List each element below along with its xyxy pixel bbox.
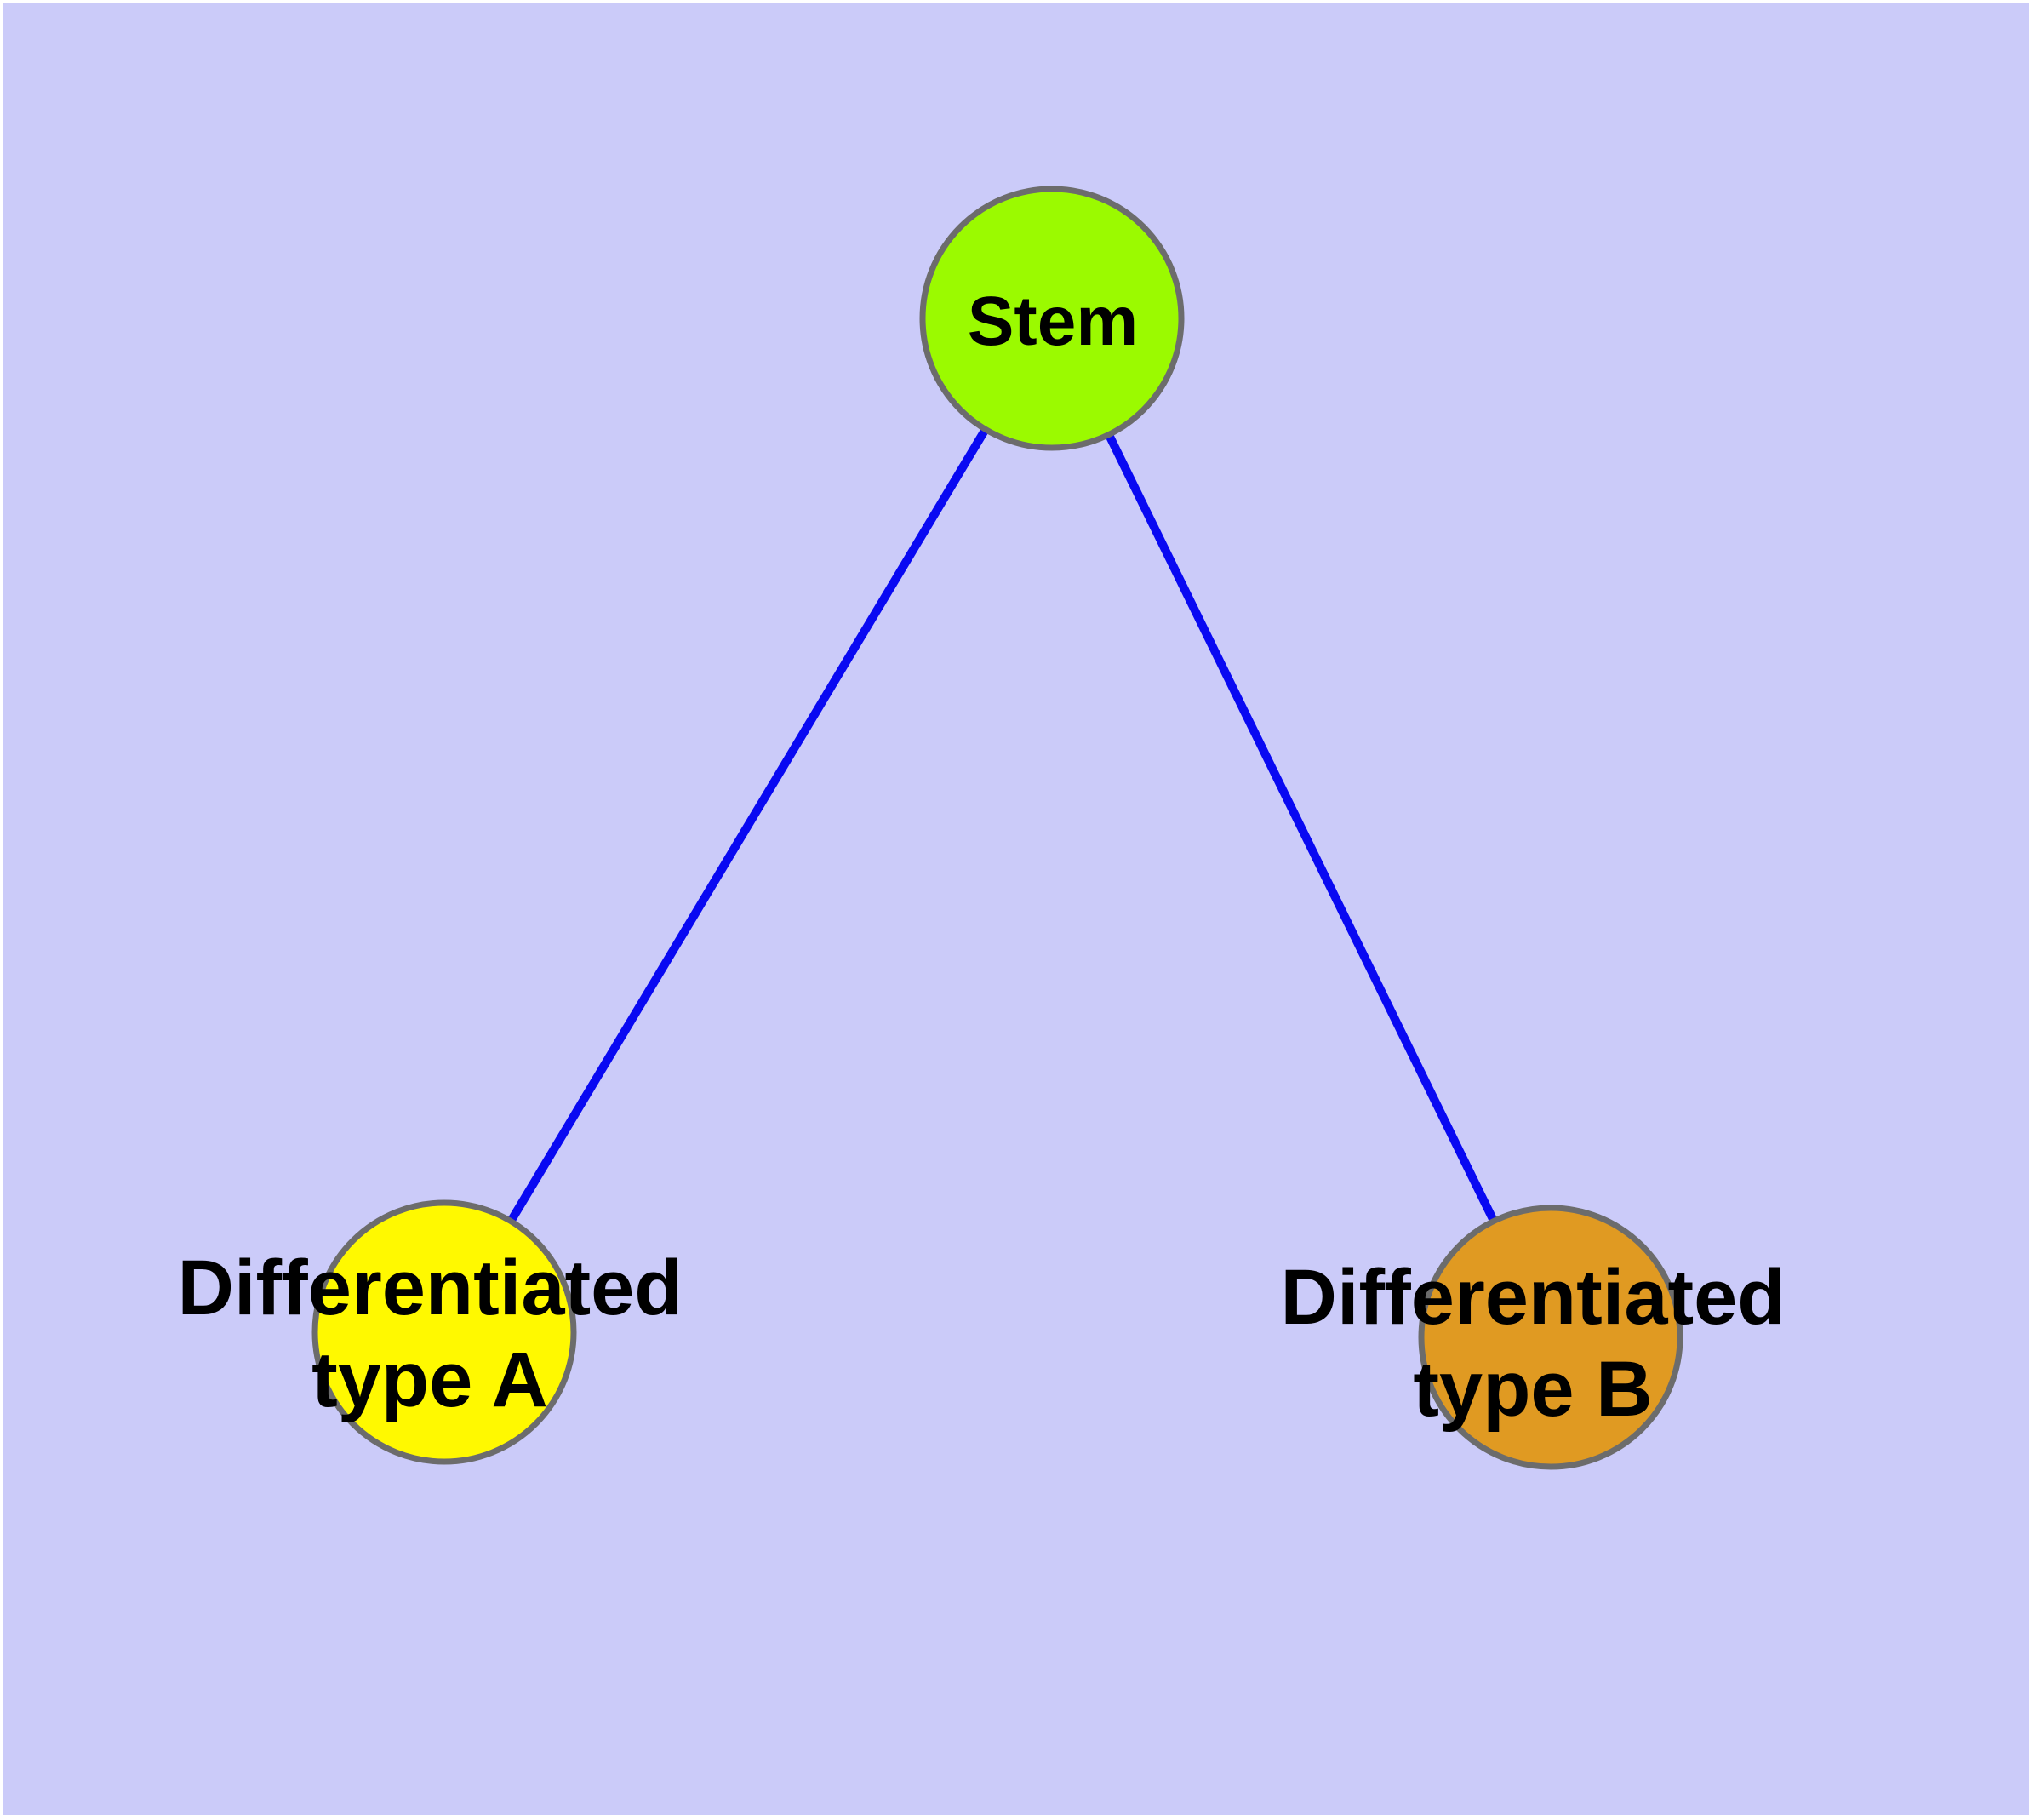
node-stem-circle <box>919 186 1185 451</box>
node-type-b-circle <box>1418 1205 1683 1470</box>
edge-stem-to-type-a <box>440 316 1056 1335</box>
node-type-a-circle <box>311 1199 577 1465</box>
edge-stem-to-type-b <box>1048 316 1555 1340</box>
